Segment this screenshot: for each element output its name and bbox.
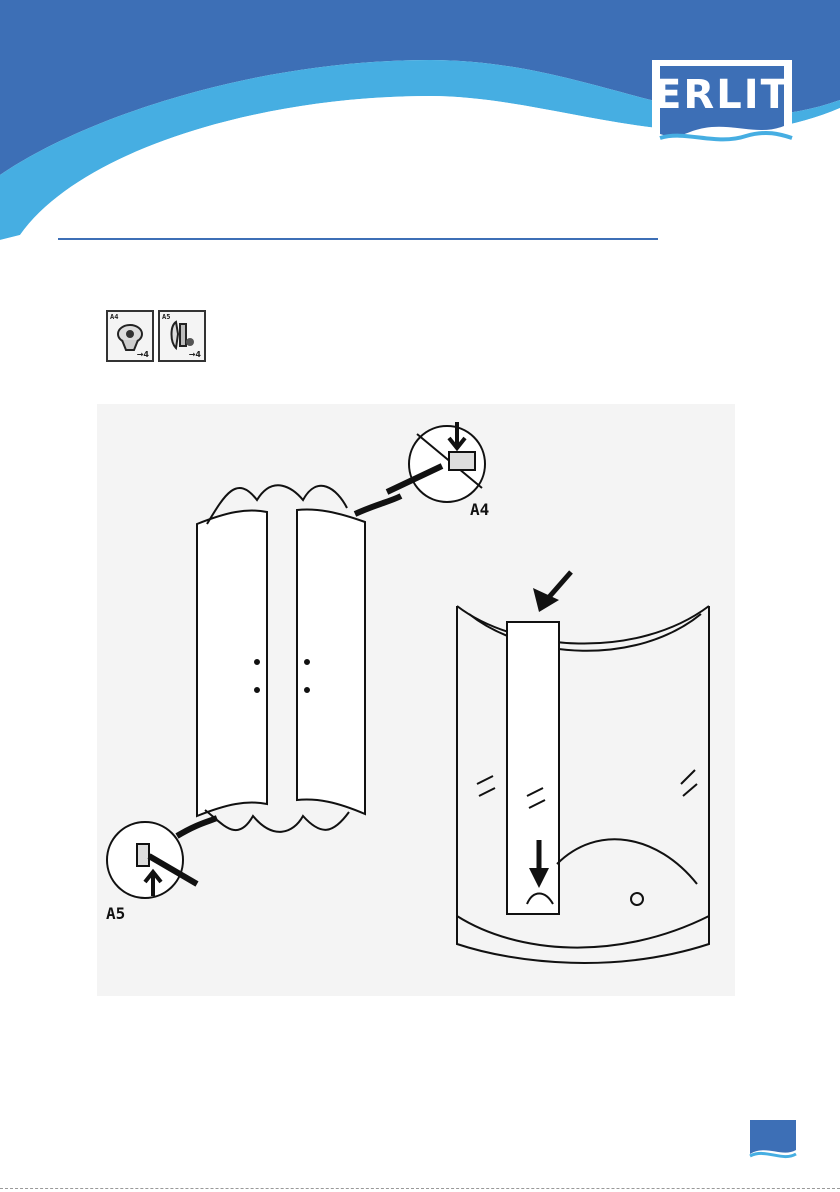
part-a5-thumbnail: A5 →4 bbox=[158, 310, 206, 362]
brand-logo: ERLIT bbox=[646, 54, 798, 154]
detail-a4-callout bbox=[355, 422, 485, 514]
section-divider bbox=[58, 238, 658, 240]
part-quantity: →4 bbox=[189, 350, 201, 359]
part-code: A4 bbox=[110, 313, 118, 321]
page-bottom-border bbox=[0, 1188, 840, 1189]
assembly-illustration bbox=[97, 404, 735, 996]
shower-enclosure-drawing bbox=[457, 606, 709, 963]
part-a4-thumbnail: A4 →4 bbox=[106, 310, 154, 362]
callout-label-a4: A4 bbox=[470, 500, 489, 519]
part-quantity: →4 bbox=[137, 350, 149, 359]
callout-label-a5: A5 bbox=[106, 904, 125, 923]
shower-assembly-drawing bbox=[97, 404, 735, 996]
page-number-tab bbox=[746, 1120, 800, 1160]
part-code: A5 bbox=[162, 313, 170, 321]
logo-text: ERLIT bbox=[646, 72, 798, 118]
detail-a5-callout bbox=[107, 818, 217, 898]
